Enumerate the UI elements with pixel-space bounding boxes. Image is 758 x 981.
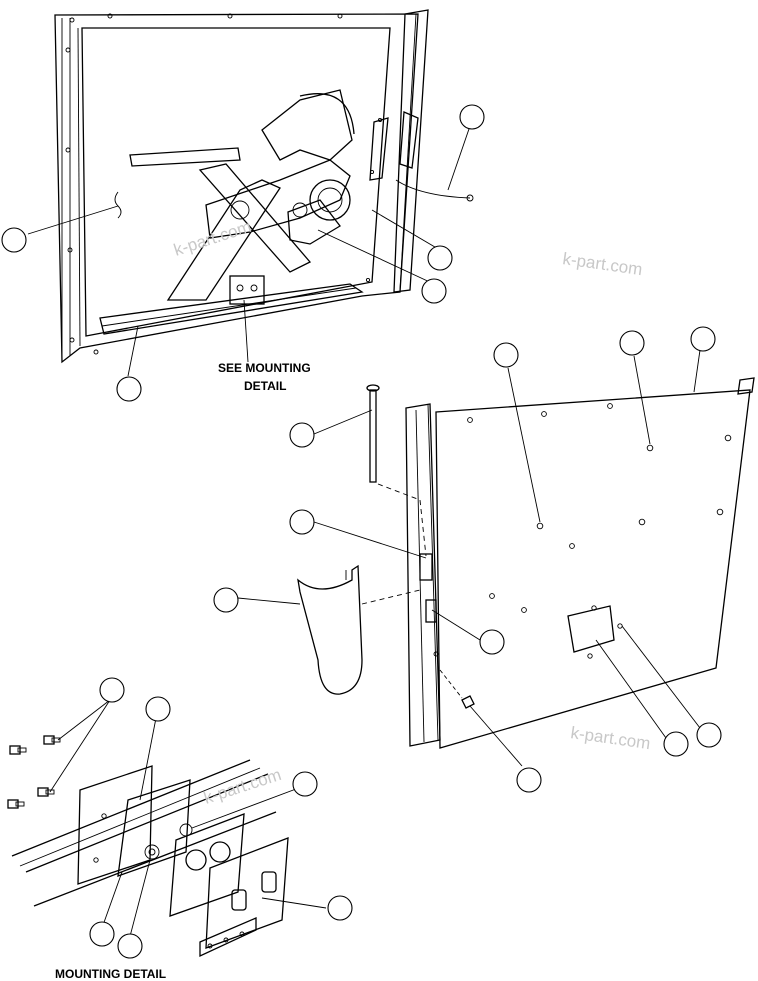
mounting-detail-label: MOUNTING DETAIL: [55, 967, 166, 981]
callout-bubble: [289, 422, 315, 448]
callout-bubble: [696, 722, 722, 748]
mounting-leader-lines: [49, 699, 327, 945]
callout-bubble: [213, 587, 239, 613]
callout-bubble: [89, 921, 115, 947]
callout-bubble: [427, 245, 453, 271]
door-frame-assembly: [54, 9, 474, 364]
callout-bubble: [516, 767, 542, 793]
watermark: k-part.com: [569, 723, 651, 753]
callout-bubble: [1, 227, 27, 253]
watermark: k-part.com: [171, 217, 253, 260]
callout-bubble: [99, 677, 125, 703]
callout-bubble: [117, 933, 143, 959]
mounting-detail: [7, 735, 289, 958]
callout-bubble: [690, 326, 716, 352]
trim-piece: [297, 564, 363, 695]
top-leader-lines: [27, 125, 471, 377]
watermark: k-part.com: [201, 765, 283, 808]
callout-bubble: [619, 330, 645, 356]
callout-bubble: [327, 895, 353, 921]
callout-bubble: [289, 509, 315, 535]
callout-bubble: [663, 731, 689, 757]
watermark: k-part.com: [561, 249, 643, 279]
callout-bubble: [292, 771, 318, 797]
callout-bubble: [145, 696, 171, 722]
screw-set: [7, 735, 61, 809]
callout-bubble: [421, 278, 447, 304]
hinge-pin: [366, 384, 380, 483]
see-mounting-label-line2: DETAIL: [244, 379, 286, 393]
callout-bubble: [459, 104, 485, 130]
callout-bubbles: [1, 104, 722, 959]
panel-leader-lines: [237, 349, 701, 767]
door-panel: [361, 377, 755, 749]
callout-bubble: [116, 376, 142, 402]
see-mounting-label-line1: SEE MOUNTING: [218, 361, 311, 375]
callout-bubble: [479, 629, 505, 655]
callout-bubble: [493, 342, 519, 368]
